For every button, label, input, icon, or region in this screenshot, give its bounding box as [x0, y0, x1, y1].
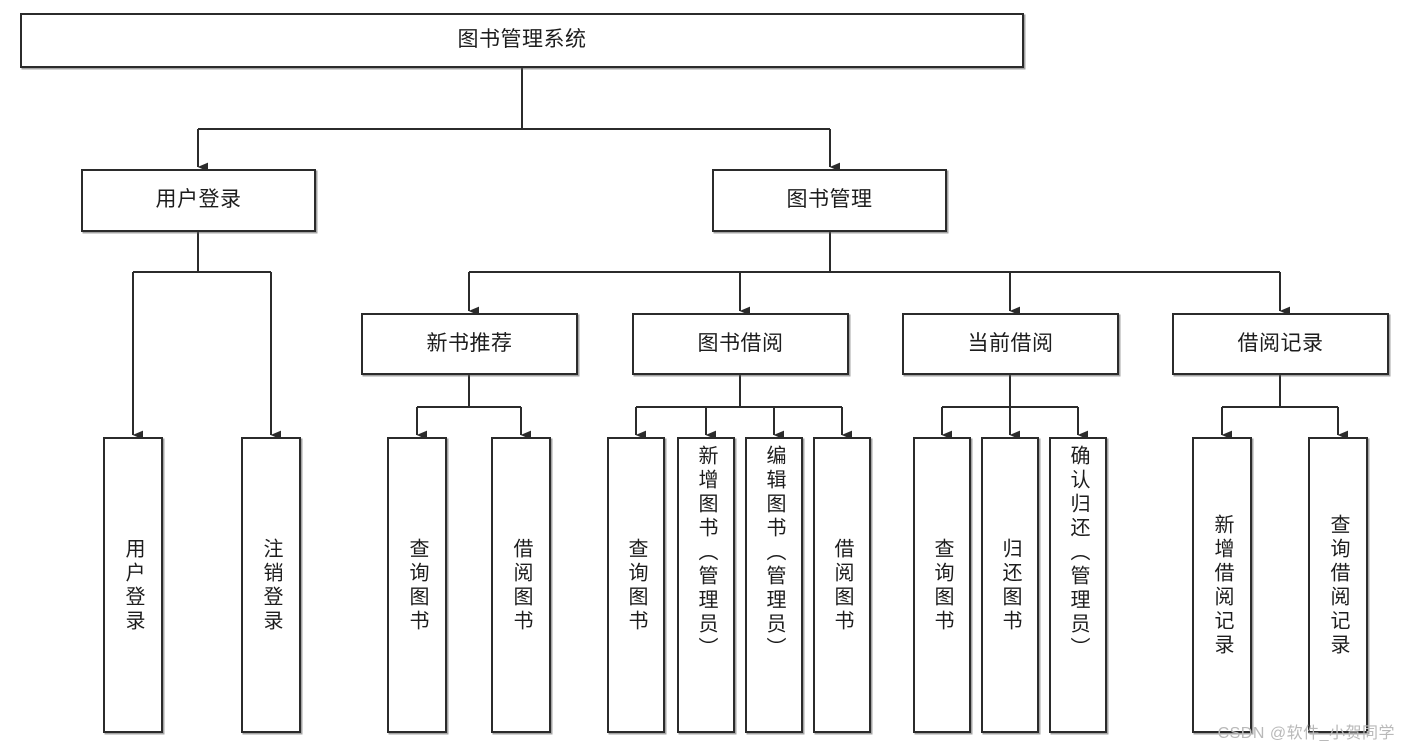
node-label: 图书管理系统	[457, 28, 587, 52]
node-label: 图书借阅	[697, 331, 784, 355]
node-label: 借阅图书	[831, 538, 853, 634]
leaf-borrow-edit-book-admin[interactable]: 编辑图书（管理员）	[745, 437, 803, 733]
node-label: 用户登录	[122, 538, 144, 634]
node-root-book-management-system[interactable]: 图书管理系统	[20, 13, 1024, 68]
node-label: 编辑图书（管理员）	[763, 445, 785, 661]
node-book-borrow[interactable]: 图书借阅	[632, 313, 849, 375]
node-label: 查询图书	[931, 538, 953, 634]
node-label: 确认归还（管理员）	[1067, 445, 1089, 661]
node-label: 新增图书（管理员）	[695, 445, 717, 661]
leaf-current-query-book[interactable]: 查询图书	[913, 437, 971, 733]
node-label: 当前借阅	[967, 331, 1054, 355]
watermark-text: CSDN @软件_小贺同学	[1217, 725, 1395, 742]
node-label: 查询图书	[625, 538, 647, 634]
node-borrow-record[interactable]: 借阅记录	[1172, 313, 1389, 375]
leaf-record-add-record[interactable]: 新增借阅记录	[1192, 437, 1252, 733]
leaf-new-book-borrow-book[interactable]: 借阅图书	[491, 437, 551, 733]
node-book-management[interactable]: 图书管理	[712, 169, 947, 232]
node-new-book-recommend[interactable]: 新书推荐	[361, 313, 578, 375]
leaf-new-book-query-book[interactable]: 查询图书	[387, 437, 447, 733]
leaf-borrow-borrow-book[interactable]: 借阅图书	[813, 437, 871, 733]
leaf-borrow-query-book[interactable]: 查询图书	[607, 437, 665, 733]
node-current-borrow[interactable]: 当前借阅	[902, 313, 1119, 375]
node-label: 用户登录	[155, 188, 242, 212]
node-label: 图书管理	[786, 188, 873, 212]
node-label: 查询图书	[406, 538, 428, 634]
leaf-borrow-add-book-admin[interactable]: 新增图书（管理员）	[677, 437, 735, 733]
node-label: 归还图书	[999, 538, 1021, 634]
node-label: 注销登录	[260, 538, 282, 634]
node-label: 查询借阅记录	[1327, 514, 1349, 658]
node-user-login[interactable]: 用户登录	[81, 169, 316, 232]
node-label: 借阅图书	[510, 538, 532, 634]
leaf-user-login-logout[interactable]: 注销登录	[241, 437, 301, 733]
node-label: 借阅记录	[1237, 331, 1324, 355]
leaf-current-return-book[interactable]: 归还图书	[981, 437, 1039, 733]
leaf-record-query-record[interactable]: 查询借阅记录	[1308, 437, 1368, 733]
leaf-user-login-login[interactable]: 用户登录	[103, 437, 163, 733]
leaf-current-confirm-return-admin[interactable]: 确认归还（管理员）	[1049, 437, 1107, 733]
node-label: 新书推荐	[426, 331, 513, 355]
node-label: 新增借阅记录	[1211, 514, 1233, 658]
